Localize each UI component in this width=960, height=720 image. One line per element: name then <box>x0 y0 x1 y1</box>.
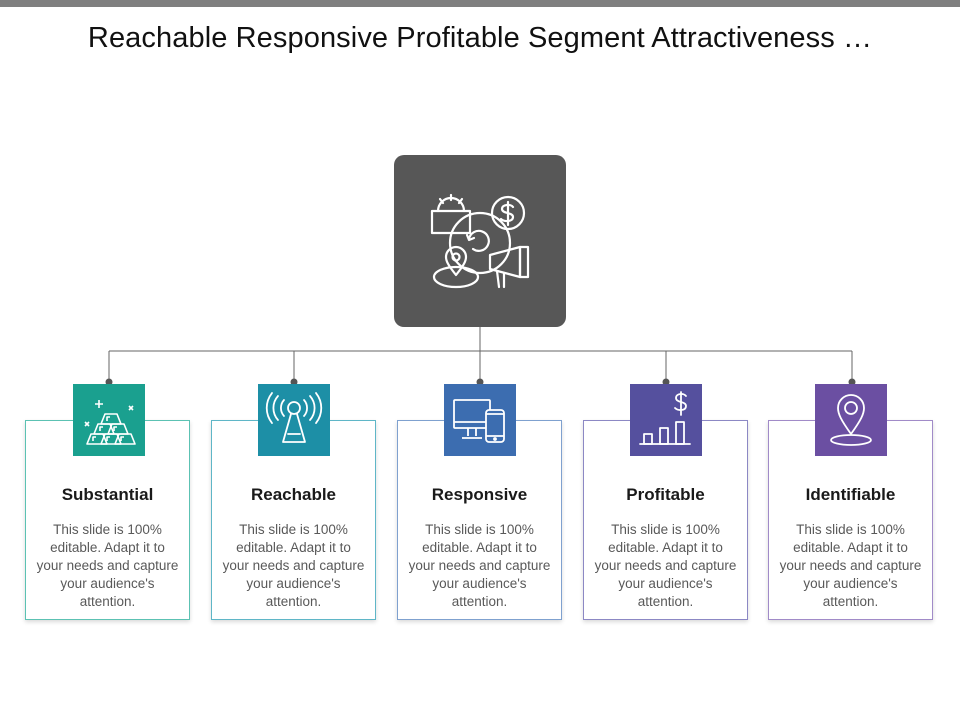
icon-box-reachable <box>258 384 330 456</box>
icon-box-identifiable <box>815 384 887 456</box>
card-description: This slide is 100% editable. Adapt it to… <box>408 522 551 609</box>
card-reachable: Reachable This slide is 100% editable. A… <box>211 420 376 620</box>
icon-box-responsive <box>444 384 516 456</box>
top-accent-bar <box>0 0 960 7</box>
card-title: Substantial <box>61 485 154 504</box>
card-description: This slide is 100% editable. Adapt it to… <box>779 522 922 609</box>
card-title: Responsive <box>431 485 528 504</box>
location-pin-icon <box>830 394 872 446</box>
devices-icon <box>453 399 505 443</box>
gold-bars-icon <box>84 400 136 445</box>
dollar-chart-icon <box>639 391 691 445</box>
marketing-segment-icon <box>430 193 530 289</box>
card-description: This slide is 100% editable. Adapt it to… <box>36 522 179 609</box>
slide-title: Reachable Responsive Profitable Segment … <box>87 22 873 54</box>
card-title: Reachable <box>250 485 337 504</box>
card-title: Identifiable <box>805 485 896 504</box>
broadcast-tower-icon <box>265 392 323 443</box>
card-description: This slide is 100% editable. Adapt it to… <box>222 522 365 609</box>
card-description: This slide is 100% editable. Adapt it to… <box>594 522 737 609</box>
icon-box-substantial <box>73 384 145 456</box>
card-title: Profitable <box>626 485 705 504</box>
icon-box-profitable <box>630 384 702 456</box>
hub-box <box>394 155 566 327</box>
